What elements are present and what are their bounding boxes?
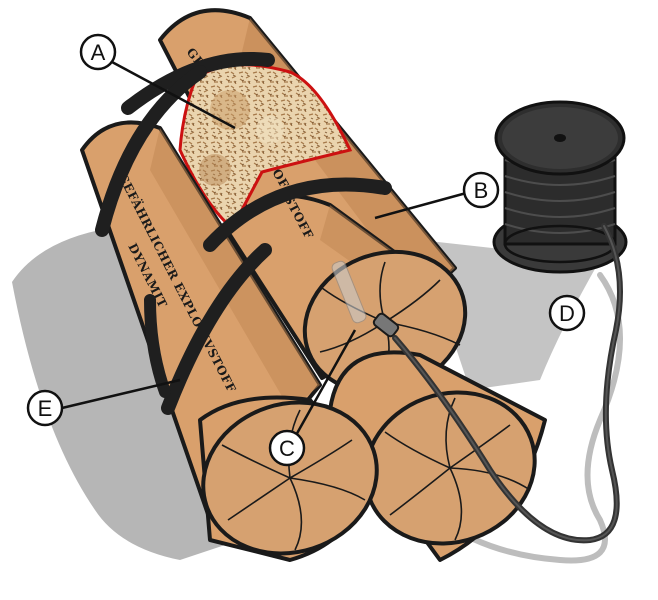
callout-d-label: D (559, 301, 575, 326)
callout-a: A (79, 33, 117, 71)
spool-hole (554, 134, 566, 142)
wire-spool (492, 100, 628, 274)
dynamite-stick-bottom-left (198, 395, 379, 562)
callout-c-label: C (279, 436, 295, 461)
leader-a (111, 60, 236, 130)
callout-e: E (26, 389, 64, 427)
leader-e (61, 378, 181, 410)
strap-lower (161, 243, 272, 415)
blasting-cap (331, 260, 400, 338)
strap-upper-front (95, 65, 207, 237)
dynamite-stick-bottom-right (328, 350, 547, 562)
wire-shadow (437, 272, 623, 564)
strap-middle (203, 177, 392, 252)
leader-c (293, 329, 357, 438)
cutaway-border (178, 63, 353, 231)
callout-b: B (462, 171, 500, 209)
callout-a-label: A (91, 40, 106, 65)
callout-d: D (548, 294, 586, 332)
leader-b (374, 190, 471, 220)
callout-lines (61, 60, 471, 438)
callout-b-label: B (474, 178, 489, 203)
callout-e-label: E (38, 396, 53, 421)
callout-c: C (268, 429, 306, 467)
